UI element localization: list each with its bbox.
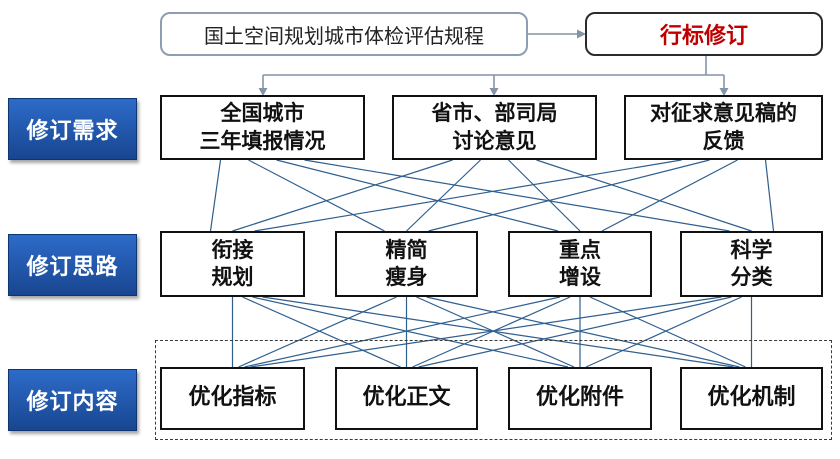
need-node-3: 对征求意见稿的 反馈	[624, 95, 823, 160]
connector-need-to-approach	[232, 159, 453, 232]
approach-node-1: 衔接 规划	[160, 231, 305, 297]
source-standard-title: 国土空间规划城市体检评估规程	[204, 23, 484, 48]
node-line: 优化机制	[707, 385, 796, 411]
connector-need-to-approach	[764, 159, 775, 232]
need-node-2: 省市、部司局 讨论意见	[392, 95, 597, 160]
connector-approach-to-content	[589, 296, 746, 368]
connector-need-to-approach	[276, 159, 559, 232]
node-line: 重点	[559, 237, 601, 262]
connector-need-to-approach	[601, 159, 738, 232]
connector-need-to-approach	[508, 159, 581, 232]
node-line: 精简	[385, 237, 428, 262]
node-line: 对征求意见稿的	[650, 101, 797, 126]
connector-approach-to-content	[585, 296, 742, 368]
node-line: 优化正文	[362, 385, 451, 411]
content-node-4: 优化机制	[680, 367, 823, 430]
connector-approach-to-content	[262, 296, 734, 368]
node-line: 规划	[211, 265, 254, 289]
node-line: 优化附件	[535, 385, 624, 411]
connector-need-to-approach	[428, 159, 710, 232]
connector-need-to-approach	[304, 159, 730, 232]
section-label-text: 修订内容	[26, 390, 119, 415]
connector-approach-to-content	[418, 296, 732, 368]
connector-approach-to-content	[242, 296, 401, 368]
content-node-1: 优化指标	[160, 367, 305, 430]
node-line: 衔接	[211, 237, 254, 262]
connector-approach-to-content	[250, 296, 722, 368]
connector-need-to-approach	[209, 159, 222, 232]
approach-node-2: 精简 瘦身	[335, 231, 478, 297]
content-group-frame	[155, 340, 832, 440]
arrowhead-icon	[577, 29, 586, 39]
connector-approach-to-content	[252, 296, 569, 368]
node-line: 科学	[730, 237, 773, 262]
arrowhead-icon	[719, 88, 729, 96]
connector-need-to-approach	[248, 159, 385, 232]
source-standard-box: 国土空间规划城市体检评估规程	[160, 12, 528, 56]
need-node-1: 全国城市 三年填报情况	[160, 95, 365, 160]
flow-arrows	[262, 33, 725, 89]
connector-approach-to-content	[426, 296, 740, 368]
node-line: 瘦身	[385, 265, 428, 289]
node-line: 三年填报情况	[199, 128, 326, 153]
connector-need-to-approach	[536, 159, 752, 232]
action-box: 行标修订	[585, 12, 823, 56]
connector-approach-to-content	[244, 296, 561, 368]
node-line: 省市、部司局	[431, 101, 558, 126]
section-label-approaches: 修订思路	[8, 234, 137, 296]
arrowhead-icon	[258, 88, 268, 96]
action-title: 行标修订	[659, 24, 748, 49]
section-label-text: 修订需求	[26, 119, 119, 144]
section-label-contents: 修订内容	[8, 369, 137, 431]
connector-approach-to-content	[416, 296, 575, 368]
section-label-text: 修订思路	[26, 255, 119, 280]
connector-approach-to-content	[412, 296, 571, 368]
content-node-3: 优化附件	[508, 367, 652, 430]
node-line: 全国城市	[220, 101, 305, 126]
node-line: 反馈	[702, 128, 745, 153]
connector-approach-to-content	[238, 296, 397, 368]
connector-need-to-approach	[406, 159, 481, 232]
connector-mesh	[209, 159, 775, 368]
approach-node-3: 重点 增设	[508, 231, 652, 297]
section-label-needs: 修订需求	[8, 98, 137, 160]
node-line: 增设	[559, 265, 601, 289]
node-line: 分类	[730, 265, 773, 289]
node-line: 讨论意见	[452, 128, 537, 153]
connector-need-to-approach	[254, 159, 682, 232]
node-line: 优化指标	[188, 385, 277, 411]
arrowhead-icon	[489, 88, 499, 96]
content-node-2: 优化正文	[335, 367, 478, 430]
approach-node-4: 科学 分类	[680, 231, 823, 297]
